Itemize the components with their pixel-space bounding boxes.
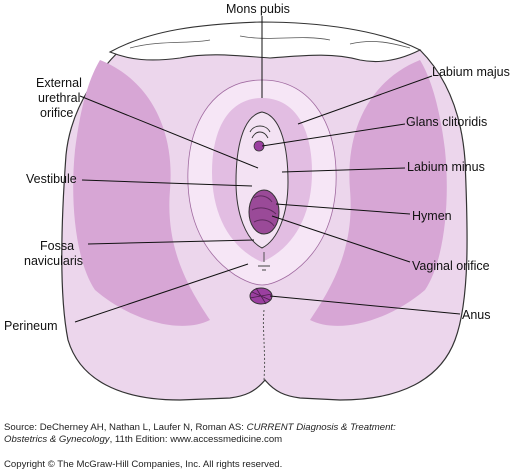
citation-suffix: , 11th Edition: www.accessmedicine.com xyxy=(109,434,283,445)
buttocks-crease xyxy=(262,309,266,381)
upper-thigh-folds xyxy=(129,35,411,49)
clitoral-hood xyxy=(249,125,271,139)
leader-vaginal-orifice xyxy=(271,215,411,263)
leader-external-urethral-orifice xyxy=(79,95,259,169)
right-thigh-shade xyxy=(310,60,447,326)
label-mons-pubis: Mons pubis xyxy=(226,2,290,16)
anal-folds xyxy=(249,287,273,305)
label-external-urethral-orifice: External urethral orifice xyxy=(36,76,85,120)
leader-fossa-navicularis xyxy=(87,239,255,245)
leader-hymen xyxy=(275,203,411,215)
left-thigh-shade xyxy=(73,60,211,326)
label-anus: Anus xyxy=(462,308,491,322)
leader-glans-clitoridis xyxy=(261,123,406,147)
perineal-raphe xyxy=(258,252,270,271)
citation-title-part2: Obstetrics & Gynecology xyxy=(4,434,110,445)
copyright-notice: Copyright © The McGraw-Hill Companies, I… xyxy=(4,459,283,470)
citation-title-part1: CURRENT Diagnosis & Treatment: xyxy=(246,422,396,433)
vaginal-texture xyxy=(251,195,277,227)
label-perineum: Perineum xyxy=(4,319,58,333)
upper-thigh-area xyxy=(108,21,422,63)
citation-prefix: Source: DeCherney AH, Nathan L, Laufer N… xyxy=(4,422,247,433)
label-labium-minus: Labium minus xyxy=(407,160,485,174)
label-vestibule: Vestibule xyxy=(26,172,77,186)
leader-vestibule xyxy=(81,179,253,187)
label-labium-majus: Labium majus xyxy=(432,65,510,79)
label-fossa-navicularis: Fossa navicularis xyxy=(24,239,83,268)
label-vaginal-orifice: Vaginal orifice xyxy=(412,259,490,273)
leader-anus xyxy=(269,295,461,315)
leader-labium-minus xyxy=(281,167,406,173)
source-citation: Source: DeCherney AH, Nathan L, Laufer N… xyxy=(4,422,516,446)
leader-perineum xyxy=(74,263,249,323)
leader-labium-majus xyxy=(297,75,433,125)
label-glans-clitoridis: Glans clitoridis xyxy=(406,115,487,129)
label-hymen: Hymen xyxy=(412,209,452,223)
